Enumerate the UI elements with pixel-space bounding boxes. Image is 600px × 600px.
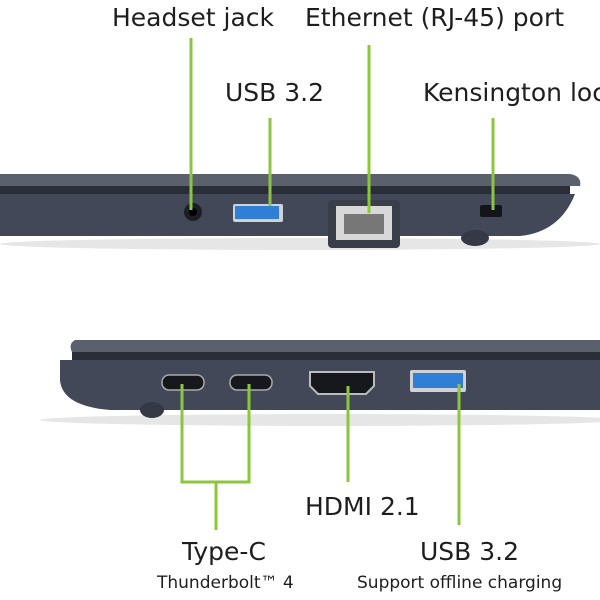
usb-top-label: USB 3.2 <box>225 78 325 107</box>
headset-jack-label: Headset jack <box>112 3 275 32</box>
usb-bottom-sublabel: Support offline charging <box>357 573 563 593</box>
usb-bottom-label: USB 3.2 <box>420 537 520 566</box>
kensington-lock-label: Kensington loc <box>423 78 600 107</box>
laptop-bottom-view <box>40 340 600 426</box>
laptop-top-view <box>0 174 600 250</box>
ethernet-port-label: Ethernet (RJ-45) port <box>305 3 565 32</box>
typec-sublabel: Thunderbolt™ 4 <box>157 573 294 593</box>
hdmi-label: HDMI 2.1 <box>305 492 420 521</box>
typec-label: Type-C <box>182 537 266 566</box>
callout-lines <box>180 38 495 530</box>
